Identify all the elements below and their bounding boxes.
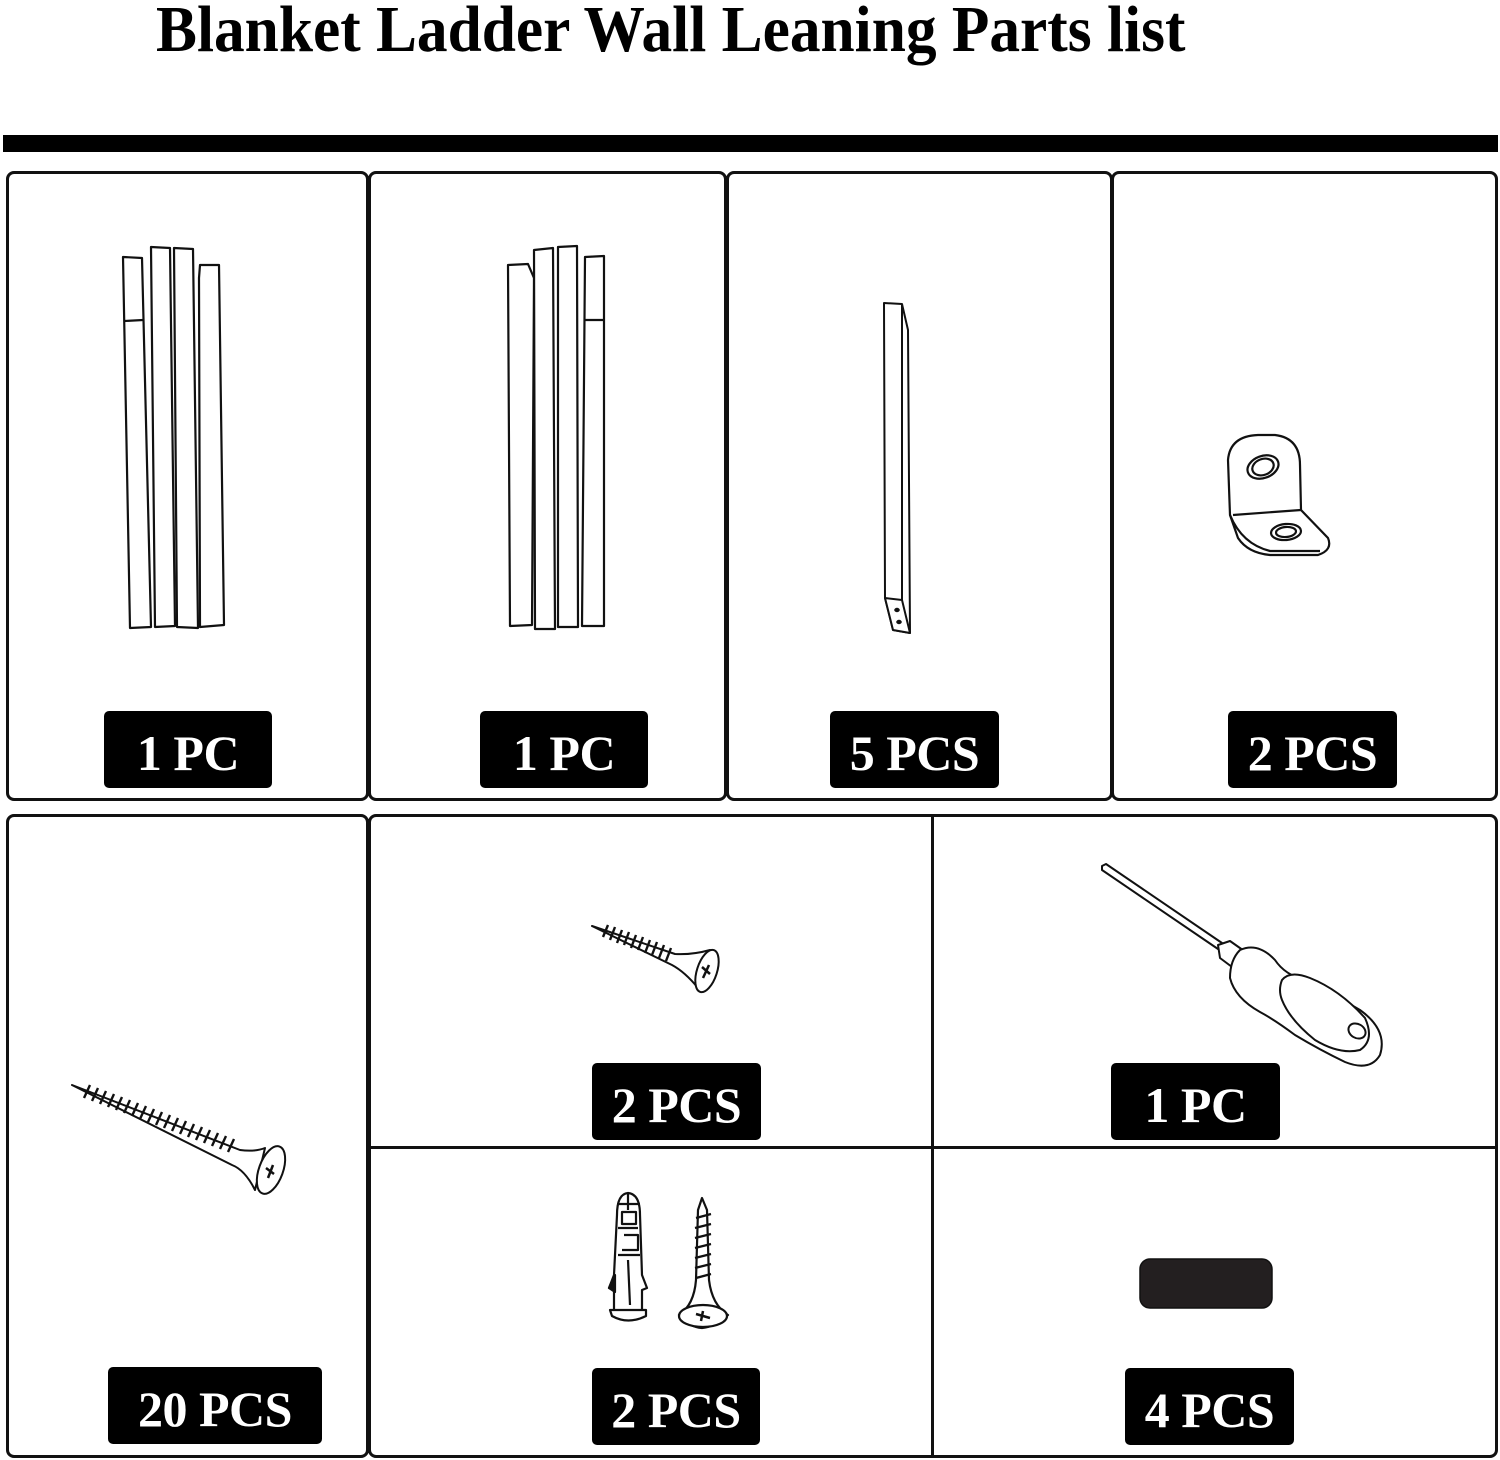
l-bracket-icon — [1200, 420, 1350, 570]
title-divider — [3, 135, 1498, 152]
quantity-badge: 2 PCS — [592, 1063, 761, 1140]
wood-rails-icon — [480, 230, 630, 650]
grid-divider-horizontal — [368, 1146, 1498, 1149]
grid-divider-vertical — [931, 814, 934, 1458]
short-screw-icon — [580, 910, 730, 1010]
quantity-badge: 2 PCS — [1228, 711, 1397, 788]
screwdriver-icon — [1090, 850, 1400, 1080]
quantity-badge: 2 PCS — [592, 1368, 760, 1445]
wall-anchor-icon — [590, 1180, 750, 1340]
page-title: Blanket Ladder Wall Leaning Parts list — [156, 0, 1186, 66]
felt-pad-icon — [1120, 1240, 1290, 1320]
quantity-badge: 1 PC — [1111, 1063, 1280, 1140]
wood-rung-icon — [860, 290, 940, 650]
wood-rails-icon — [100, 230, 250, 650]
part-cell-rung — [726, 171, 1113, 801]
quantity-badge: 1 PC — [104, 711, 272, 788]
quantity-badge: 1 PC — [480, 711, 648, 788]
quantity-badge: 4 PCS — [1125, 1368, 1294, 1445]
quantity-badge: 20 PCS — [108, 1367, 322, 1444]
long-screw-icon — [60, 1070, 300, 1210]
part-cell-bracket — [1111, 171, 1498, 801]
quantity-badge: 5 PCS — [830, 711, 999, 788]
